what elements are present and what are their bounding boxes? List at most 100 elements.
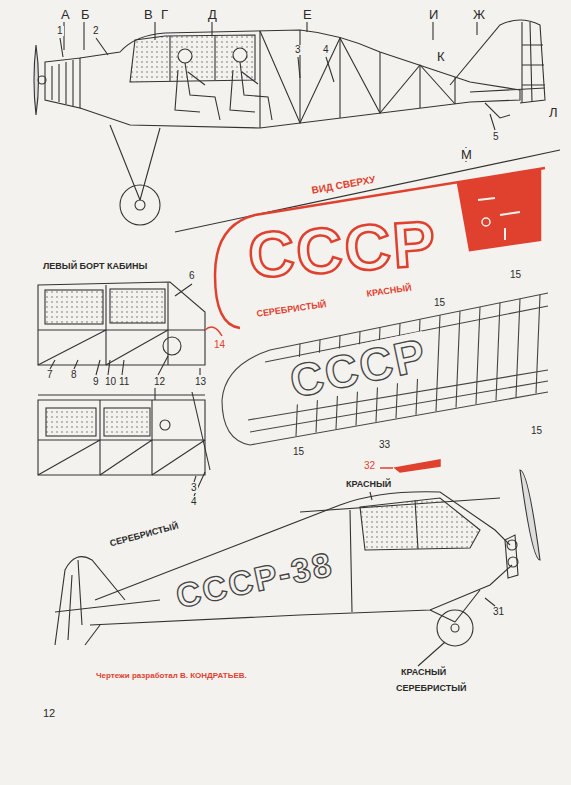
callout-number: 5 [492, 132, 500, 142]
cabin-top-frame [160, 420, 170, 430]
red-part [380, 467, 393, 469]
top-side-view [260, 31, 455, 123]
cabin-side-frame [38, 282, 205, 365]
station-letter: В [143, 8, 154, 21]
station-letter: И [428, 8, 439, 21]
wing-plan-view [536, 295, 540, 394]
callout-number: 10 [104, 377, 117, 387]
colour-note: КРАСНЫЙ [400, 668, 447, 677]
wing-plan-view [516, 299, 520, 397]
bottom-side-view [507, 540, 517, 550]
wing-plan-view [436, 315, 440, 411]
cabin-side-frame [38, 283, 205, 365]
callout-number: 3 [294, 45, 302, 55]
callout-number: 3 [190, 483, 198, 493]
callout-number: 11 [118, 377, 130, 387]
callout-number: 6 [188, 271, 196, 281]
station-letter: К [436, 50, 446, 63]
bottom-side-view [55, 600, 160, 612]
cabin-top-frame [46, 408, 96, 436]
bottom-side-view [55, 470, 540, 666]
red-part [380, 460, 440, 472]
cabin-top-frame [38, 395, 205, 475]
callout-number: 1 [56, 26, 64, 36]
wing-plan-view [222, 293, 548, 445]
red-top-view [478, 198, 520, 240]
callout-number: 14 [213, 340, 226, 350]
callout-number: 2 [92, 26, 100, 36]
bottom-side-view [350, 500, 418, 612]
bottom-side-view [85, 625, 100, 645]
callout-number: 13 [194, 377, 207, 387]
station-letter: Ж [472, 8, 486, 21]
author-credit: Чертежи разработал В. КОНДРАТЬЕВ. [95, 672, 248, 680]
registration-mark: СССР [245, 211, 440, 288]
station-letter: Г [160, 8, 169, 21]
cabin-top-frame [155, 388, 210, 496]
top-side-view [170, 35, 215, 81]
cabin-side-frame [45, 290, 103, 324]
colour-note: КРАСНЫЙ [365, 283, 413, 298]
top-side-view [260, 30, 455, 128]
cabin-top-frame [38, 388, 210, 496]
view-title: ВИД СВЕРХУ [310, 174, 377, 195]
station-letter: М [460, 148, 473, 161]
red-part [395, 460, 440, 472]
callout-number: 15 [530, 426, 543, 436]
bottom-side-view [508, 557, 518, 567]
red-top-view [482, 218, 490, 226]
callout-number: 33 [378, 440, 391, 450]
station-letter: Б [80, 8, 91, 21]
cabin-red-mark [205, 327, 222, 336]
wing-plan-view [496, 303, 500, 401]
callout-number: 12 [153, 377, 166, 387]
bottom-side-view [430, 590, 480, 622]
top-side-view [60, 38, 495, 130]
view-title: ЛЕВЫЙ БОРТ КАБИНЫ [42, 262, 148, 271]
bottom-side-view [360, 498, 480, 550]
top-side-view [178, 49, 192, 63]
top-side-view [230, 62, 272, 120]
bottom-side-view [370, 492, 495, 666]
top-side-view [233, 48, 247, 62]
wing-plan-view [222, 293, 548, 445]
registration-mark: СССР [285, 331, 432, 405]
top-side-view [470, 88, 545, 92]
station-letter: А [60, 8, 71, 21]
cabin-side-frame [50, 284, 200, 375]
cabin-red-mark [205, 327, 222, 336]
bottom-side-view [55, 557, 125, 645]
wing-plan-view [456, 311, 460, 408]
bottom-side-view [437, 610, 473, 646]
callout-number: 32 [363, 461, 376, 471]
callout-number: 31 [492, 607, 505, 617]
bottom-side-view [451, 624, 459, 632]
callout-number: 15 [433, 298, 446, 308]
colour-note: СЕРЕБРИСТЫЙ [108, 521, 180, 548]
top-side-view [45, 58, 80, 108]
callout-number: 4 [190, 497, 198, 507]
red-top-view [458, 170, 540, 250]
station-letter: Е [302, 8, 313, 21]
cabin-side-frame [163, 337, 181, 355]
station-letter: Д [207, 8, 218, 21]
callout-number: 15 [292, 447, 305, 457]
callout-number: 15 [509, 270, 522, 280]
callout-number: 9 [92, 377, 100, 387]
cabin-side-frame [38, 282, 205, 375]
wing-plan-view [476, 307, 480, 404]
cabin-side-frame [110, 289, 165, 323]
registration-mark: СССР-38 [172, 546, 337, 613]
bottom-side-view [520, 470, 540, 560]
colour-note: СЕРЕБРИСТЫЙ [255, 300, 328, 319]
top-side-view [485, 103, 510, 118]
bottom-side-view [505, 535, 518, 578]
page-number: 12 [42, 708, 56, 719]
bottom-side-view [68, 560, 82, 640]
top-side-view [175, 63, 220, 120]
callout-number: 7 [46, 370, 54, 380]
top-side-view [52, 60, 73, 106]
callout-number: 4 [322, 45, 330, 55]
